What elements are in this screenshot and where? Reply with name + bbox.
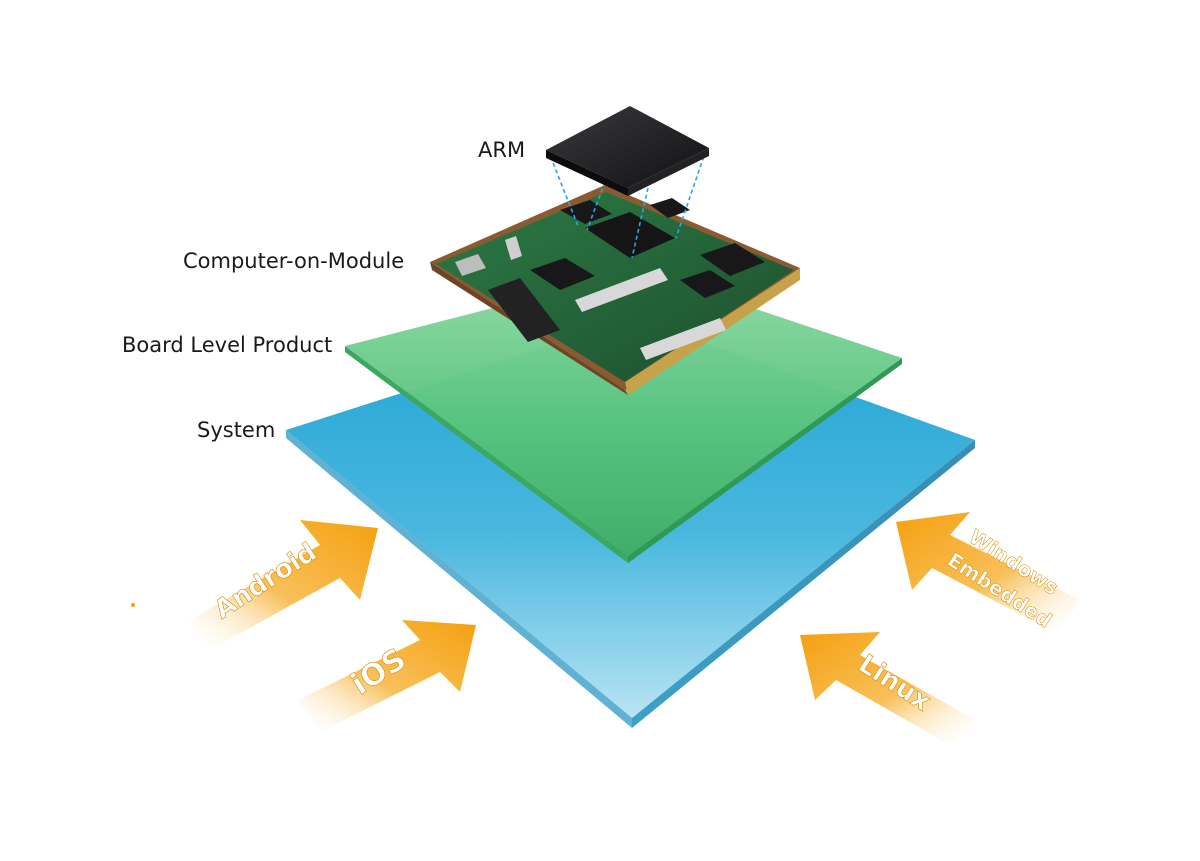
arrow-linux: Linux (800, 632, 975, 745)
arrow-android: Android (190, 520, 378, 650)
decorative-dot (131, 603, 135, 607)
arrow-windows-embedded: Windows Embedded (896, 512, 1080, 634)
arrow-ios: iOS (298, 620, 476, 732)
board-level-layer (345, 270, 902, 563)
soc-chip (585, 212, 675, 258)
arm-chip (546, 106, 709, 196)
label-arm: ARM (478, 138, 526, 162)
computer-on-module-board (430, 185, 800, 395)
arm-connector-lines (547, 149, 707, 259)
label-board-level-product: Board Level Product (122, 333, 333, 357)
label-system: System (197, 418, 276, 442)
label-computer-on-module: Computer-on-Module (183, 249, 405, 273)
